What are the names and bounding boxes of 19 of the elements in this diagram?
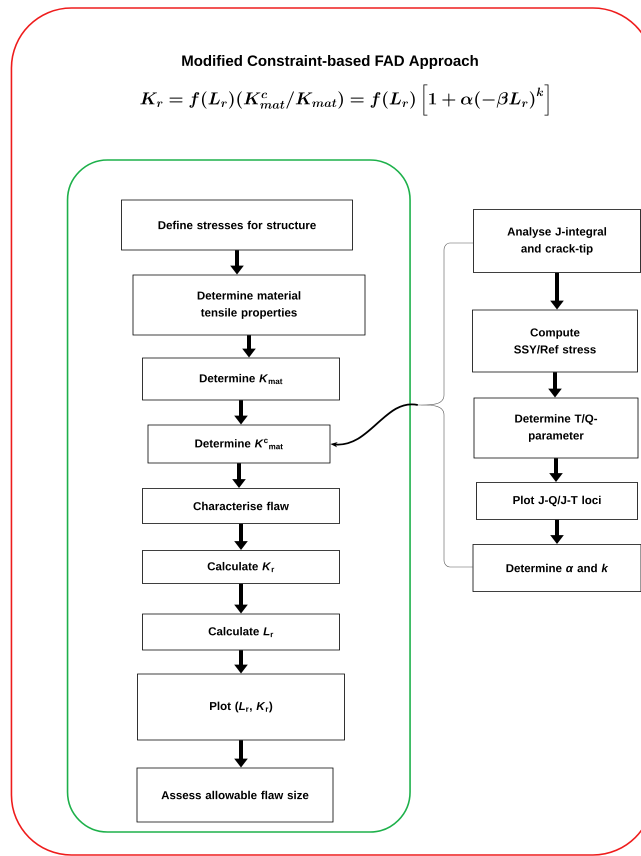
formula: $\boldsymbol{K_r = f(L_r)(K^{c}_{mat}/K_{mat}) = f(L_r)\left[1+\alpha(-\beta L_r)^{k}\right]}$: [140, 84, 548, 116]
process-box: Define stresses for structure: [121, 200, 353, 250]
process-box: Characterise flaw: [142, 488, 340, 524]
process-box: Plot (L$_{r}$, K$_{r}$): [137, 674, 345, 740]
title: Modified Constraint-based FAD Approach: [182, 55, 478, 69]
process-box: Plot J-Q/J-T loci: [476, 482, 638, 520]
bracket: [418, 242, 474, 568]
process-box: Calculate L$_{r}$: [142, 614, 340, 650]
process-box: Determine K$_{mat}$: [142, 358, 340, 400]
process-box: Determine material tensile properties: [132, 274, 366, 336]
process-box: Determine T/Q-parameter: [474, 398, 638, 458]
process-box: Determine K$^{c}$mat: [148, 424, 330, 464]
group-frame: [66, 159, 411, 833]
process-box: Determine α and k: [472, 544, 641, 592]
process-box: Calculate K$_{r}$: [142, 550, 340, 584]
process-box: Compute SSY/Ref stress: [472, 310, 638, 372]
group-frame: [10, 7, 641, 856]
process-box: Assess allowable flaw size: [136, 768, 334, 822]
process-box: Analyse J-integral and crack-tip: [473, 209, 641, 273]
